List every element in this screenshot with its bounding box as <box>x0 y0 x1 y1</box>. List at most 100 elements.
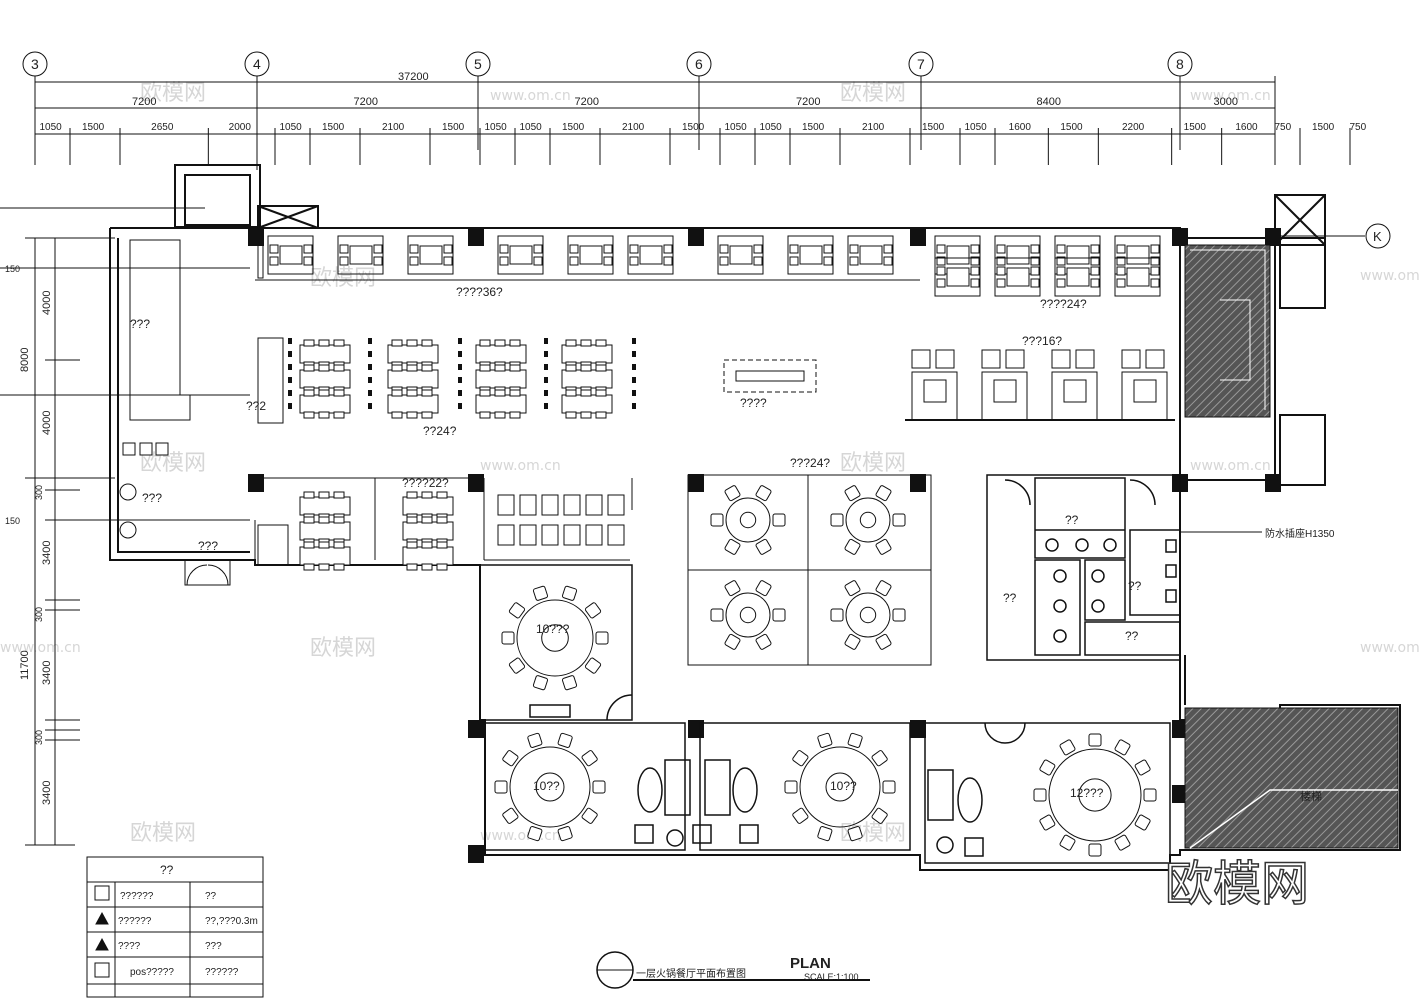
label-booths-top-right: ????24? <box>1040 297 1087 311</box>
chair <box>1114 834 1131 851</box>
chair <box>792 750 809 767</box>
chair <box>603 244 613 254</box>
axis-bubble <box>465 51 491 77</box>
right-dining-tables <box>911 349 1168 421</box>
chair <box>663 244 673 254</box>
chair <box>508 657 526 674</box>
chair <box>1116 244 1126 254</box>
chair <box>333 339 345 347</box>
chair <box>533 244 543 254</box>
chair <box>391 339 403 347</box>
lazy-susan <box>859 511 877 529</box>
chair <box>406 339 418 347</box>
chair <box>629 256 639 266</box>
axis-k-label: K <box>1373 229 1382 244</box>
brand-watermark: 欧模网 <box>1165 856 1309 912</box>
round-table <box>516 599 594 677</box>
chair <box>499 256 509 266</box>
bay-dimension: 7200 <box>575 96 599 108</box>
dining-table <box>497 524 515 546</box>
chair <box>565 339 577 347</box>
left-dim-8000: 8000 <box>19 348 31 372</box>
label-wc-right: ?? <box>1128 579 1142 593</box>
chair <box>561 585 578 601</box>
chair <box>565 389 577 397</box>
label-booths-top: ????36? <box>456 285 503 299</box>
chair <box>1088 843 1102 857</box>
table-top <box>1133 379 1157 403</box>
chair <box>1121 349 1141 369</box>
booth <box>337 235 384 275</box>
sub-dimension: 2000 <box>229 122 252 133</box>
dining-table <box>299 394 351 414</box>
chair <box>303 364 315 372</box>
washrooms <box>986 474 1181 661</box>
booth-table <box>579 245 603 265</box>
bottom-private-rooms <box>484 722 1171 864</box>
chair <box>508 602 526 619</box>
booth <box>1054 257 1101 297</box>
dining-table <box>299 344 351 364</box>
bay-dimension: 7200 <box>132 96 156 108</box>
left-dim-150: 150 <box>5 264 20 274</box>
bay-dimension: 8400 <box>1037 96 1061 108</box>
title-block: 一层火锅餐厅平面布置图 PLAN SCALE:1:100 <box>596 951 870 989</box>
chair <box>584 602 602 619</box>
sub-dimension: 1500 <box>1060 122 1083 133</box>
chair <box>755 580 772 597</box>
chair <box>303 516 315 524</box>
left-room-tables <box>299 491 454 571</box>
overall-dimension: 37200 <box>398 71 429 83</box>
chair <box>996 256 1006 266</box>
dining-table <box>475 394 527 414</box>
booth-table <box>1126 245 1150 265</box>
chair <box>421 491 433 499</box>
plan-label: PLAN <box>790 955 831 972</box>
sub-dimension: 1500 <box>562 122 585 133</box>
booth-table <box>1006 245 1030 265</box>
chair <box>557 732 573 748</box>
round-table <box>725 497 771 543</box>
lazy-susan <box>535 772 565 802</box>
chair <box>710 608 724 622</box>
chair <box>970 278 980 288</box>
dining-table <box>585 494 603 516</box>
watermark: 欧模网 <box>310 266 376 291</box>
chair <box>494 364 506 372</box>
axis-label: 7 <box>917 56 925 72</box>
sub-dimension: 1500 <box>922 122 945 133</box>
chair <box>592 780 606 794</box>
chair <box>557 826 573 842</box>
chair <box>406 389 418 397</box>
chair <box>580 389 592 397</box>
chair <box>1090 266 1100 276</box>
chair <box>391 411 403 419</box>
post <box>458 377 462 383</box>
post <box>288 403 292 409</box>
sub-dimension: 1050 <box>725 122 748 133</box>
chair <box>1059 739 1076 756</box>
chair <box>494 389 506 397</box>
post <box>544 338 548 344</box>
chair <box>996 278 1006 288</box>
post <box>632 364 636 370</box>
label-private-1: 10??? <box>536 622 570 636</box>
sub-dimension: 1050 <box>280 122 303 133</box>
stairwell: 楼梯 <box>1184 244 1399 849</box>
chair <box>333 364 345 372</box>
sub-dimension: 2650 <box>151 122 174 133</box>
chair <box>892 513 906 527</box>
watermark: 欧模网 <box>140 81 206 106</box>
chair <box>719 244 729 254</box>
label-right-tables: ???16? <box>1022 334 1062 348</box>
dining-table <box>387 344 439 364</box>
chair <box>479 364 491 372</box>
chair <box>1134 814 1151 831</box>
chair <box>569 256 579 266</box>
chair <box>421 563 433 571</box>
lazy-susan <box>825 772 855 802</box>
post <box>368 338 372 344</box>
chair <box>871 807 888 824</box>
booth <box>567 235 614 275</box>
stair-hatch-label: 楼梯 <box>1300 789 1322 803</box>
